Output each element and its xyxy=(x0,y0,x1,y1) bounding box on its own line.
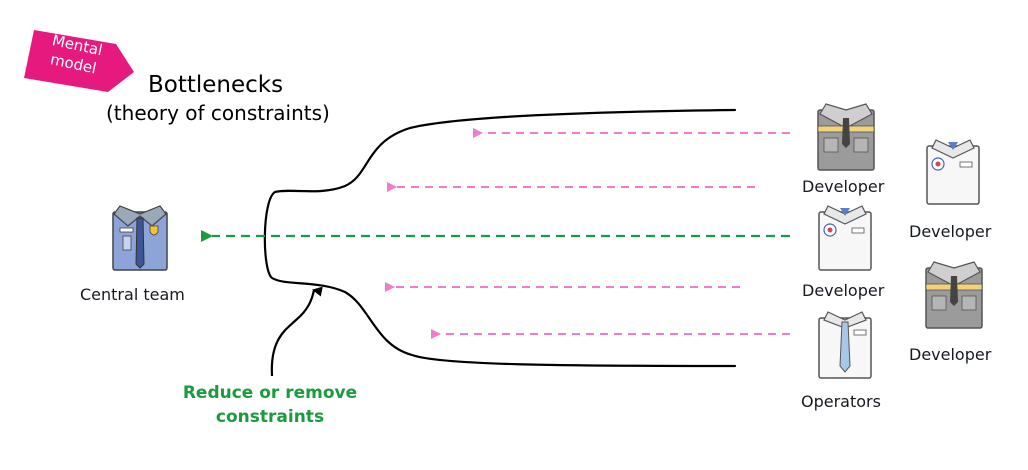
diagram-subtitle: (theory of constraints) xyxy=(106,101,330,125)
mental-model-badge xyxy=(20,30,146,92)
person-label: Developer xyxy=(909,222,992,241)
person-label: Developer xyxy=(909,345,992,364)
person-label: Developer xyxy=(802,281,885,300)
callout-line1: Reduce or remove xyxy=(182,383,358,403)
diagram-title: Bottlenecks xyxy=(148,72,284,98)
police-uniform-icon xyxy=(112,205,168,271)
callout-line2: constraints xyxy=(215,407,325,427)
lab-coat-icon xyxy=(818,205,872,271)
person-label: Operators xyxy=(801,392,881,411)
pink-arrows xyxy=(385,128,790,339)
lab-coat-icon xyxy=(926,139,980,205)
badge-shape xyxy=(24,30,134,92)
bottle-outline xyxy=(263,108,737,368)
person-label: Developer xyxy=(802,177,885,196)
central-team-label: Central team xyxy=(80,285,185,304)
shirt-and-tie-icon xyxy=(818,311,872,379)
grey-vest-uniform-icon xyxy=(925,261,983,329)
callout-text: Reduce or remove constraints xyxy=(168,381,372,429)
callout-arrow xyxy=(270,286,323,377)
grey-vest-uniform-icon xyxy=(817,103,875,171)
